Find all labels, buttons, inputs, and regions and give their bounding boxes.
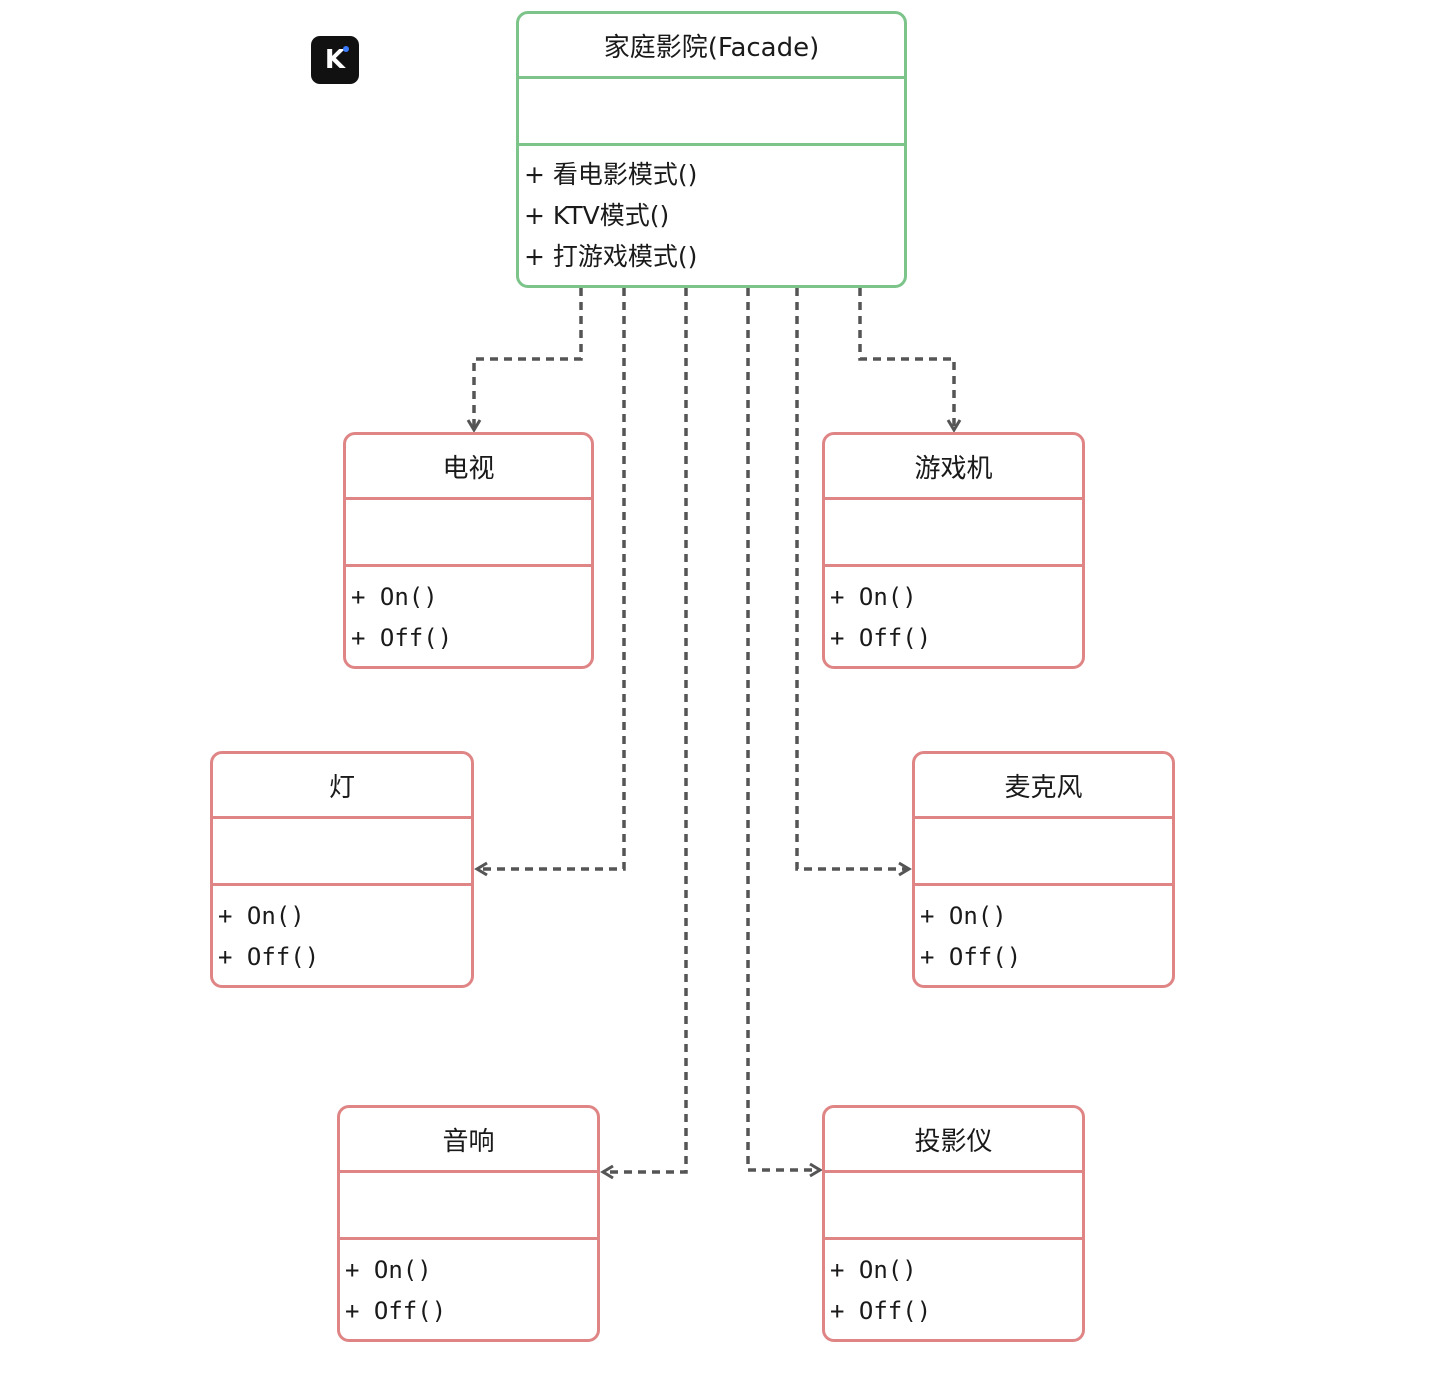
attributes-section bbox=[519, 79, 904, 143]
light-class-box[interactable]: 灯 + On() + Off() bbox=[210, 751, 474, 988]
attributes-section bbox=[346, 500, 591, 564]
app-logo: K bbox=[311, 36, 359, 84]
attributes-section bbox=[825, 500, 1082, 564]
operation-on: + On() bbox=[830, 1256, 917, 1284]
logo-dot bbox=[343, 46, 349, 52]
class-name: 麦克风 bbox=[1004, 772, 1083, 803]
divider bbox=[340, 1170, 597, 1173]
facade-class-box[interactable]: 家庭影院(Facade) + 看电影模式() + KTV模式() + 打游戏模式… bbox=[516, 11, 907, 288]
class-name: 音响 bbox=[442, 1126, 495, 1157]
dependency-to-mic bbox=[795, 288, 912, 877]
divider bbox=[825, 1237, 1082, 1240]
operation-off: + Off() bbox=[351, 624, 453, 652]
attributes-section bbox=[825, 1173, 1082, 1237]
divider bbox=[915, 816, 1172, 819]
dependency-to-tv bbox=[466, 288, 583, 433]
dependency-to-sound bbox=[600, 288, 688, 1180]
operation-off: + Off() bbox=[830, 624, 932, 652]
class-name: 电视 bbox=[442, 453, 495, 484]
class-name: 游戏机 bbox=[914, 453, 993, 484]
class-name: 投影仪 bbox=[914, 1126, 993, 1157]
operation-on: + On() bbox=[830, 583, 917, 611]
operation-on: + On() bbox=[345, 1256, 432, 1284]
divider bbox=[915, 883, 1172, 886]
class-name: 家庭影院(Facade) bbox=[603, 32, 820, 63]
projector-class-box[interactable]: 投影仪 + On() + Off() bbox=[822, 1105, 1085, 1342]
dependency-to-projector bbox=[746, 288, 823, 1178]
operation: + 看电影模式() bbox=[524, 160, 698, 189]
divider bbox=[519, 143, 904, 146]
operation-off: + Off() bbox=[345, 1297, 447, 1325]
operation-off: + Off() bbox=[920, 943, 1022, 971]
operations-section: + 看电影模式() + KTV模式() + 打游戏模式() bbox=[519, 146, 904, 277]
microphone-class-box[interactable]: 麦克风 + On() + Off() bbox=[912, 751, 1175, 988]
attributes-section bbox=[340, 1173, 597, 1237]
divider bbox=[346, 564, 591, 567]
operation: + KTV模式() bbox=[524, 201, 670, 230]
divider bbox=[340, 1237, 597, 1240]
operation-on: + On() bbox=[218, 902, 305, 930]
divider bbox=[213, 883, 471, 886]
attributes-section bbox=[213, 819, 471, 883]
dependency-to-game bbox=[858, 288, 962, 433]
class-name: 灯 bbox=[328, 772, 355, 803]
divider bbox=[825, 564, 1082, 567]
operation-off: + Off() bbox=[830, 1297, 932, 1325]
logo-letter: K bbox=[324, 45, 346, 75]
divider bbox=[825, 1170, 1082, 1173]
divider bbox=[825, 497, 1082, 500]
operations-section: + On() + Off() bbox=[213, 886, 471, 978]
operations-section: + On() + Off() bbox=[825, 1240, 1082, 1332]
operations-section: + On() + Off() bbox=[346, 567, 591, 659]
operations-section: + On() + Off() bbox=[340, 1240, 597, 1332]
divider bbox=[346, 497, 591, 500]
operation-off: + Off() bbox=[218, 943, 320, 971]
operations-section: + On() + Off() bbox=[825, 567, 1082, 659]
tv-class-box[interactable]: 电视 + On() + Off() bbox=[343, 432, 594, 669]
divider bbox=[519, 76, 904, 79]
operation-on: + On() bbox=[351, 583, 438, 611]
operations-section: + On() + Off() bbox=[915, 886, 1172, 978]
sound-class-box[interactable]: 音响 + On() + Off() bbox=[337, 1105, 600, 1342]
attributes-section bbox=[915, 819, 1172, 883]
game-console-class-box[interactable]: 游戏机 + On() + Off() bbox=[822, 432, 1085, 669]
dependency-to-light bbox=[474, 288, 626, 877]
operation-on: + On() bbox=[920, 902, 1007, 930]
operation: + 打游戏模式() bbox=[524, 242, 698, 271]
divider bbox=[213, 816, 471, 819]
